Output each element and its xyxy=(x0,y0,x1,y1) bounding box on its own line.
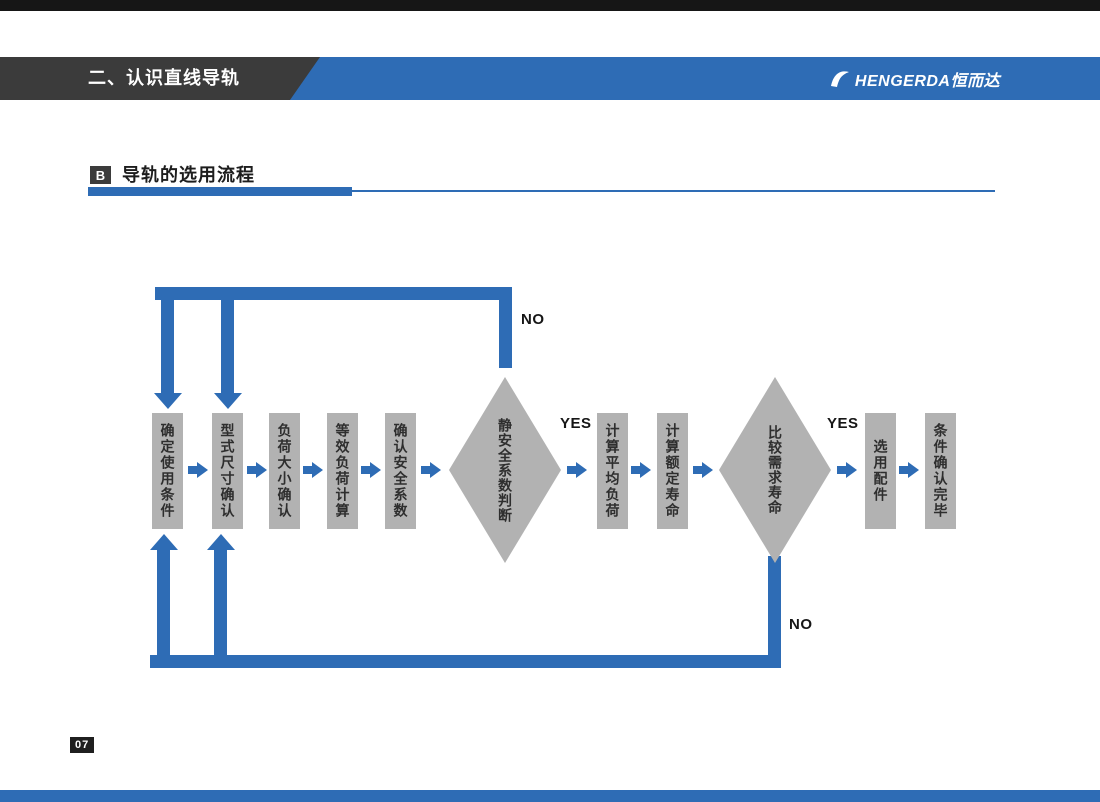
loop-bottom-rise-line-2 xyxy=(214,550,227,655)
flow-diamond-label: 静安全系数判断 xyxy=(497,417,513,523)
arrow-right-icon xyxy=(188,462,208,478)
arrow-right-icon xyxy=(631,462,651,478)
loop-top-drop-line-1 xyxy=(161,287,174,395)
arrow-right-icon xyxy=(361,462,381,478)
loop-top-drop-line-2 xyxy=(221,287,234,395)
loop-top-right-vertical-line xyxy=(499,287,512,368)
flow-diamond-static-safety: 静安全系数判断 xyxy=(449,377,561,563)
bottom-border-strip xyxy=(0,790,1100,802)
flow-box-confirm-complete: 条件确认完毕 xyxy=(925,413,956,529)
section-underline-thin xyxy=(88,190,995,192)
arrow-up-icon xyxy=(150,534,178,550)
arrow-right-icon xyxy=(421,462,441,478)
flow-box-equivalent-load: 等效负荷计算 xyxy=(327,413,358,529)
page-title: 二、认识直线导轨 xyxy=(88,68,240,88)
brand-logo: HENGERDA恒而达 xyxy=(829,57,1000,100)
flow-box-type-size-confirm: 型式尺寸确认 xyxy=(212,413,243,529)
page-header: HENGERDA恒而达 二、认识直线导轨 xyxy=(0,57,1100,100)
arrow-right-icon xyxy=(693,462,713,478)
flow-box-safety-factor: 确认安全系数 xyxy=(385,413,416,529)
top-border-strip xyxy=(0,0,1100,11)
yes-label-1: YES xyxy=(560,415,592,432)
arrow-down-icon xyxy=(154,393,182,409)
loop-bottom-right-vertical-line xyxy=(768,556,781,668)
arrow-right-icon xyxy=(567,462,587,478)
no-label-2: NO xyxy=(789,616,813,633)
loop-bottom-rise-line-1 xyxy=(157,550,170,655)
arrow-right-icon xyxy=(899,462,919,478)
arrow-right-icon xyxy=(247,462,267,478)
arrow-right-icon xyxy=(303,462,323,478)
arrow-right-icon xyxy=(837,462,857,478)
flow-diamond-compare-life: 比较需求寿命 xyxy=(719,377,831,563)
section-badge: B xyxy=(90,166,111,184)
section-title: 导轨的选用流程 xyxy=(122,165,255,185)
section-underline-thick xyxy=(88,187,352,196)
logo-icon xyxy=(830,70,849,87)
arrow-up-icon xyxy=(207,534,235,550)
flow-box-rated-life: 计算额定寿命 xyxy=(657,413,688,529)
loop-top-horizontal-line xyxy=(155,287,512,300)
page-number: 07 xyxy=(70,737,95,753)
arrow-down-icon xyxy=(214,393,242,409)
logo-text: HENGERDA恒而达 xyxy=(854,72,1000,90)
header-ribbon: HENGERDA恒而达 xyxy=(290,57,1100,100)
flow-box-determine-conditions: 确定使用条件 xyxy=(152,413,183,529)
flow-box-average-load: 计算平均负荷 xyxy=(597,413,628,529)
flow-box-load-confirm: 负荷大小确认 xyxy=(269,413,300,529)
yes-label-2: YES xyxy=(827,415,859,432)
no-label-1: NO xyxy=(521,311,545,328)
flow-diamond-label: 比较需求寿命 xyxy=(767,425,783,515)
flow-box-select-accessories: 选用配件 xyxy=(865,413,896,529)
loop-bottom-horizontal-line xyxy=(150,655,781,668)
